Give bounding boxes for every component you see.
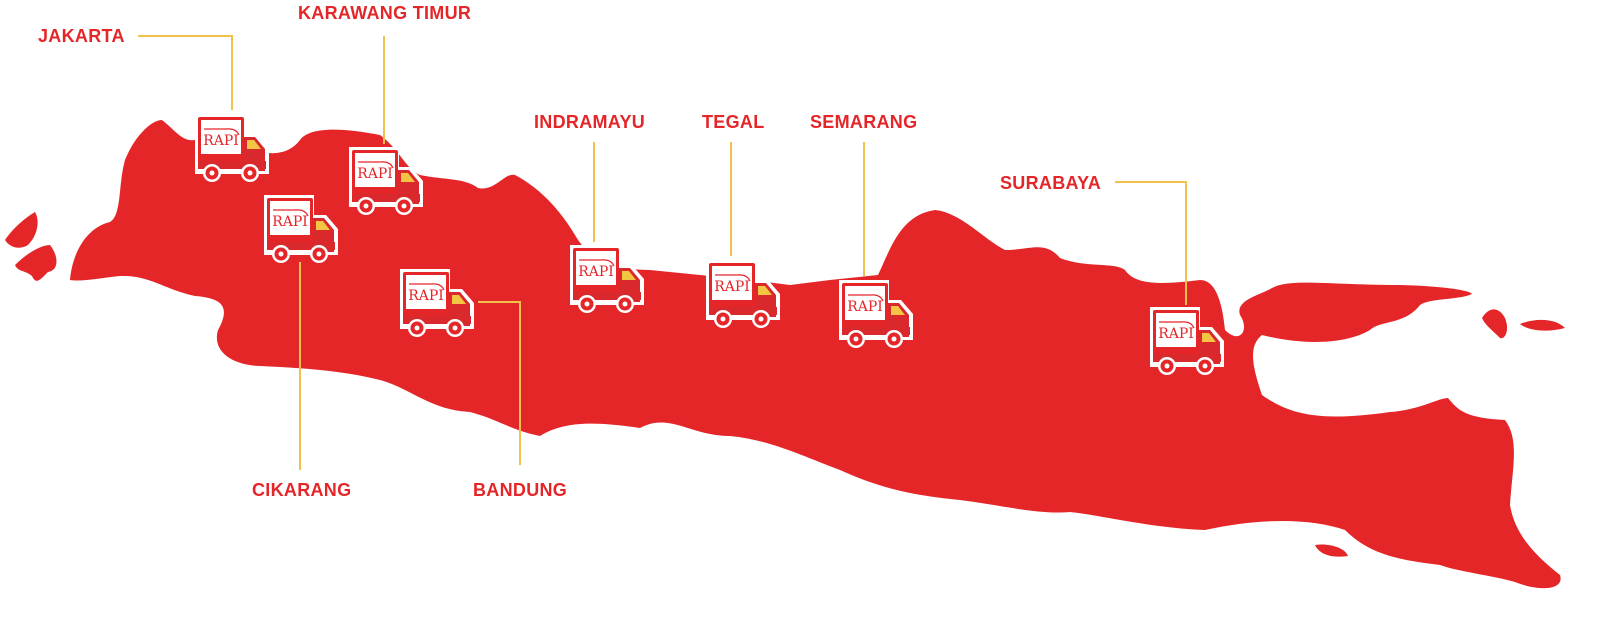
truck-icon-tegal: RAPI — [703, 257, 785, 331]
truck-icon-indramayu: RAPI — [567, 242, 649, 316]
location-label-karawang-timur: KARAWANG TIMUR — [298, 3, 472, 23]
svg-text:RAPI: RAPI — [1158, 326, 1194, 342]
leader-line-semarang — [863, 142, 865, 276]
leader-line-tegal — [730, 142, 732, 256]
leader-line-bandung — [519, 301, 521, 465]
location-label-tegal: TEGAL — [702, 112, 765, 132]
svg-text:RAPI: RAPI — [272, 214, 308, 230]
truck-icon-jakarta: RAPI — [192, 111, 274, 185]
svg-text:RAPI: RAPI — [578, 264, 614, 280]
location-label-cikarang: CIKARANG — [252, 480, 352, 500]
java-island — [70, 120, 1561, 589]
svg-text:RAPI: RAPI — [408, 288, 444, 304]
truck-icon-surabaya: RAPI — [1147, 304, 1229, 378]
location-label-indramayu: INDRAMAYU — [534, 112, 646, 132]
truck-icon-semarang: RAPI — [836, 277, 918, 351]
location-label-semarang: SEMARANG — [810, 112, 918, 132]
leader-line-surabaya — [1115, 181, 1187, 183]
location-label-surabaya: SURABAYA — [1000, 173, 1102, 193]
leader-line-indramayu — [593, 142, 595, 242]
svg-text:RAPI: RAPI — [203, 133, 239, 149]
leader-line-karawang-timur — [383, 36, 385, 144]
leader-line-cikarang — [299, 262, 301, 470]
small-island-west — [5, 212, 57, 281]
svg-text:RAPI: RAPI — [357, 166, 393, 182]
truck-icon-bandung: RAPI — [397, 266, 479, 340]
truck-icon-karawang-timur: RAPI — [346, 144, 428, 218]
leader-line-surabaya — [1185, 181, 1187, 305]
small-island-south — [1315, 544, 1348, 557]
small-island-east-2 — [1520, 319, 1565, 331]
svg-text:RAPI: RAPI — [714, 279, 750, 295]
svg-text:RAPI: RAPI — [847, 299, 883, 315]
location-label-bandung: BANDUNG — [473, 480, 568, 500]
truck-icon-cikarang: RAPI — [261, 192, 343, 266]
location-label-jakarta: JAKARTA — [38, 26, 125, 46]
leader-line-bandung — [478, 301, 521, 303]
leader-line-jakarta — [231, 35, 233, 110]
small-island-east-1 — [1482, 309, 1508, 339]
leader-line-jakarta — [138, 35, 233, 37]
